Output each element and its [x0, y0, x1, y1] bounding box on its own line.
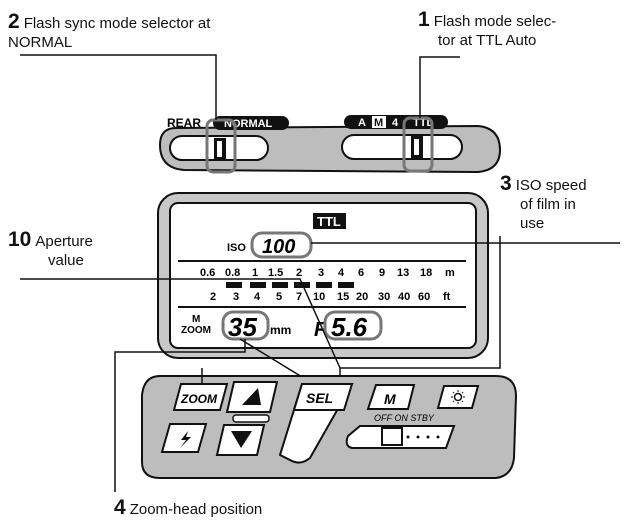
lcd-panel: TTL ISO 100 0.6 0.8 1 1.5 2 3 4 6 9 13 1…: [157, 192, 489, 359]
svg-text:1.5: 1.5: [268, 267, 283, 279]
svg-text:18: 18: [420, 267, 432, 279]
zoom-label: ZOOM: [181, 325, 211, 336]
power-switch-label: OFF ON STBY: [374, 413, 435, 423]
up-button[interactable]: [225, 381, 279, 413]
down-arrow-icon: [231, 431, 252, 448]
svg-text:9: 9: [379, 267, 385, 279]
selector-panel: REAR NORMAL A M 4 TTL: [158, 115, 502, 174]
ttl-indicator-bg: [313, 213, 346, 229]
aperture-value: 5.6: [331, 312, 368, 342]
iso-highlight: [250, 231, 313, 259]
svg-text:7: 7: [296, 291, 302, 303]
svg-text:1: 1: [252, 267, 258, 279]
leader-4: [114, 339, 246, 492]
svg-text:0.8: 0.8: [225, 267, 240, 279]
rear-label: REAR: [167, 116, 201, 130]
svg-text:20: 20: [356, 291, 368, 303]
svg-text:10: 10: [313, 291, 325, 303]
flash-button[interactable]: [160, 423, 208, 453]
flash-bolt-icon: [180, 431, 191, 448]
ttl-indicator: TTL: [317, 214, 341, 229]
m-button[interactable]: M: [366, 384, 416, 410]
flash-mode-switch[interactable]: [402, 116, 434, 173]
svg-text:2: 2: [296, 267, 302, 279]
svg-text:6: 6: [358, 267, 364, 279]
leader-1: [419, 56, 460, 118]
iso-label: ISO: [227, 242, 246, 254]
svg-text:30: 30: [378, 291, 390, 303]
down-button[interactable]: [215, 424, 266, 456]
up-arrow-icon: [242, 388, 261, 405]
mode-label-a: A: [358, 117, 366, 129]
svg-text:60: 60: [418, 291, 430, 303]
mode-label-m: M: [374, 117, 383, 129]
iso-value: 100: [262, 236, 295, 258]
sun-lamp-icon: [451, 390, 465, 404]
leader-3b: [339, 236, 501, 378]
zoom-button[interactable]: ZOOM: [172, 383, 229, 411]
svg-text:ft: ft: [443, 291, 451, 303]
mm-label: mm: [270, 323, 291, 337]
svg-text:40: 40: [398, 291, 410, 303]
svg-text:M: M: [384, 391, 396, 407]
svg-text:m: m: [445, 267, 455, 279]
svg-text:0.6: 0.6: [200, 267, 215, 279]
sel-button[interactable]: SEL: [278, 383, 354, 464]
svg-text:15: 15: [337, 291, 349, 303]
button-divider: [232, 414, 270, 423]
meter-scale: 0.6 0.8 1 1.5 2 3 4 6 9 13 18 m: [200, 267, 455, 279]
svg-text:3: 3: [318, 267, 324, 279]
light-button[interactable]: [436, 385, 480, 409]
svg-text:SEL: SEL: [306, 390, 333, 406]
svg-text:4: 4: [338, 267, 345, 279]
svg-text:5: 5: [276, 291, 282, 303]
leader-10: [20, 278, 341, 369]
power-switch[interactable]: [345, 425, 456, 449]
leader-2: [20, 54, 217, 120]
feet-scale: 2 3 4 5 7 10 15 20 30 40 60 ft: [210, 291, 451, 303]
svg-text:2: 2: [210, 291, 216, 303]
aperture-highlight: [323, 310, 383, 341]
svg-text:13: 13: [397, 267, 409, 279]
zoom-m-label: M: [192, 314, 200, 325]
svg-text:4: 4: [254, 291, 261, 303]
svg-text:3: 3: [233, 291, 239, 303]
button-panel: ZOOM SEL: [141, 375, 518, 479]
zoom-value: 35: [228, 312, 257, 342]
flash-sync-mode-switch[interactable]: [205, 118, 237, 174]
mode-label-4: 4: [392, 117, 399, 129]
svg-text:ZOOM: ZOOM: [180, 392, 218, 406]
